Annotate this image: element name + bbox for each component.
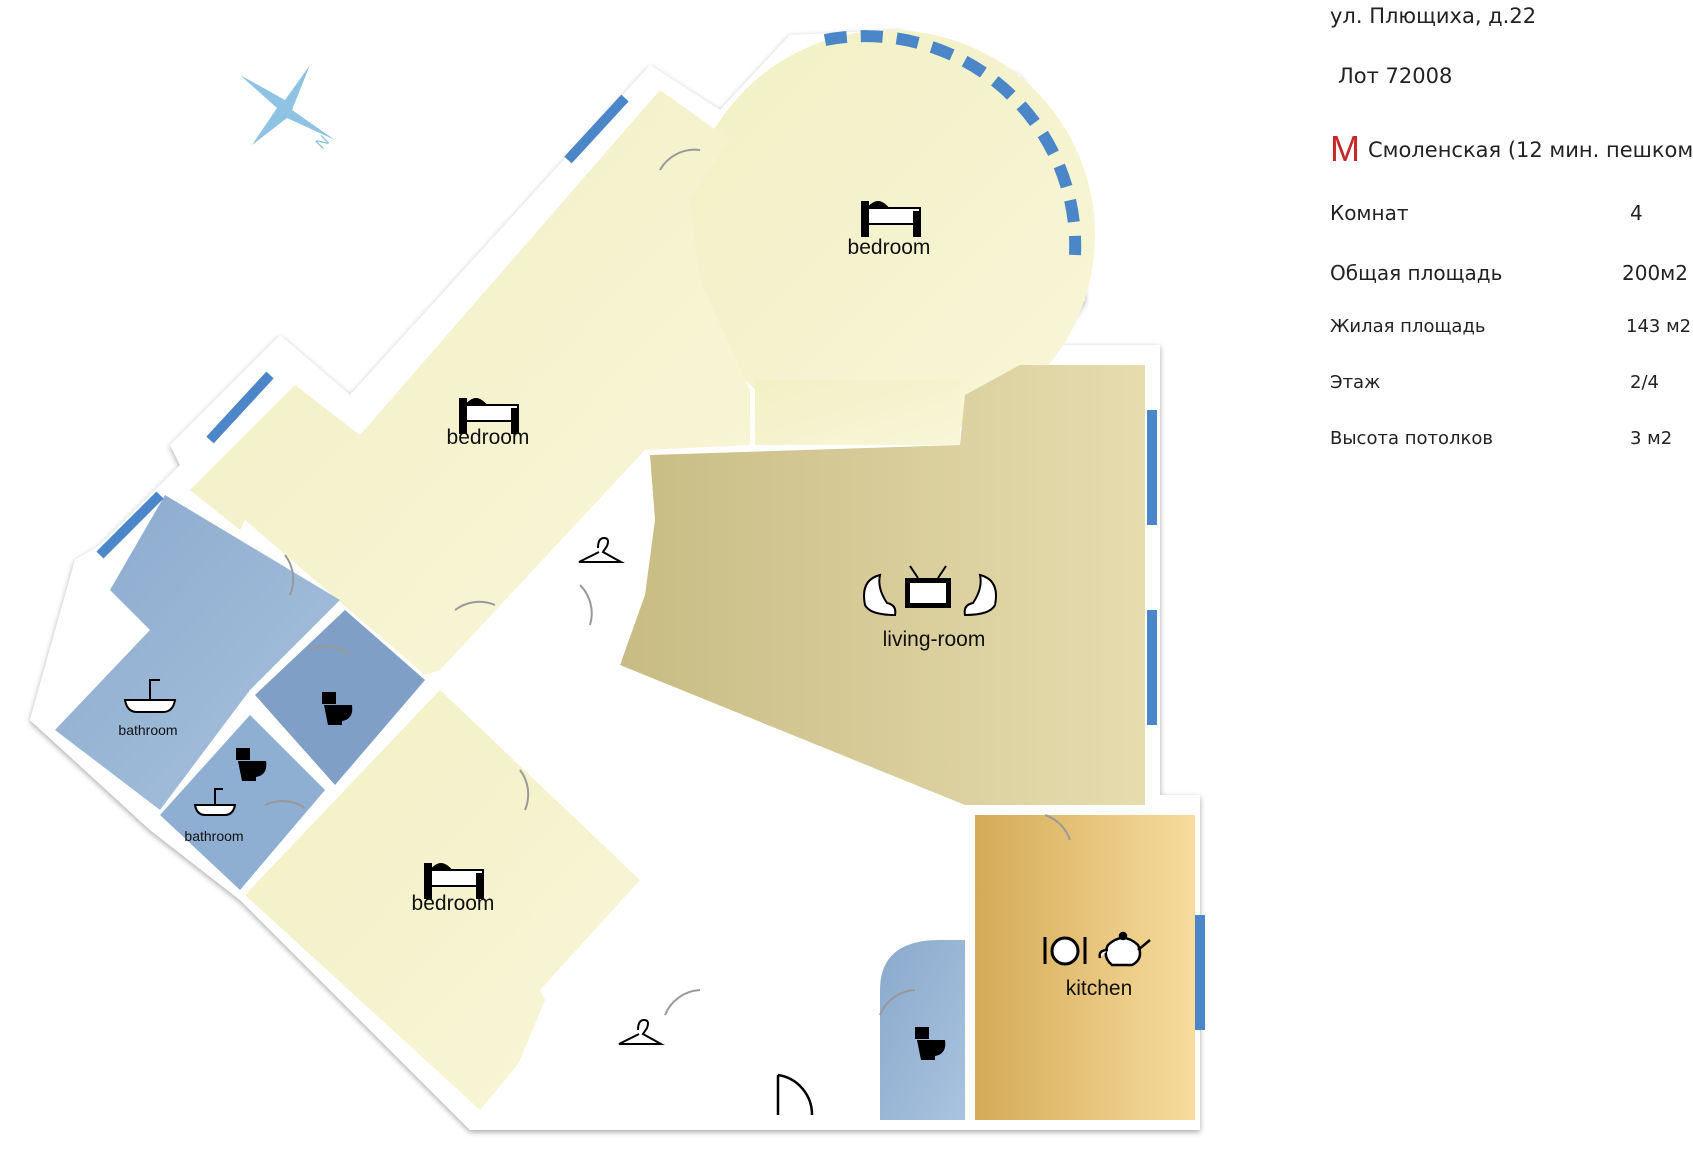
- toilet-icon: [236, 692, 946, 1060]
- spec-rooms-value: 4: [1630, 201, 1643, 225]
- living-room: [620, 365, 1145, 805]
- bedroom-lower: [245, 690, 640, 1110]
- label-bedroom-upper: bedroom: [447, 426, 530, 449]
- tv-icon: [905, 565, 951, 608]
- metro-station: Смоленская (12 мин. пешком): [1368, 138, 1693, 162]
- label-kitchen: kitchen: [1066, 977, 1133, 1000]
- wc-upper: [255, 610, 425, 785]
- spec-rooms-label: Комнат: [1330, 201, 1409, 225]
- round-windows: [823, 30, 1082, 256]
- bathroom-large: [55, 495, 340, 810]
- label-bedroom-round: bedroom: [848, 236, 931, 259]
- spec-total-area-value: 200м2: [1622, 261, 1688, 285]
- spec-living-area-value: 143 м2: [1626, 316, 1692, 337]
- bed-icon: [424, 863, 484, 899]
- metro-icon: М: [1330, 128, 1360, 169]
- spec-total-area-label: Общая площадь: [1330, 261, 1503, 285]
- address: ул. Плющиха, д.22: [1330, 4, 1537, 28]
- compass-label: N: [313, 133, 333, 153]
- bed-icon: [459, 398, 519, 434]
- closet-lower: [495, 900, 705, 1120]
- plate-icon: [1043, 936, 1087, 966]
- armchair-icon: [863, 573, 997, 617]
- spec-living-area-label: Жилая площадь: [1330, 316, 1486, 337]
- spec-floor-value: 2/4: [1630, 372, 1659, 393]
- windows: [96, 94, 1205, 1030]
- bedroom-round: [679, 30, 1095, 445]
- bedroom-upper: [190, 90, 750, 675]
- doors: [264, 148, 1071, 1016]
- bed-icon: [861, 201, 921, 237]
- hanger-icon: [578, 536, 665, 1045]
- spec-ceiling-value: 3 м2: [1630, 428, 1673, 449]
- closet-upper: [530, 455, 655, 665]
- spec-ceiling-label: Высота потолков: [1330, 428, 1493, 449]
- kitchen: [975, 815, 1195, 1120]
- label-bathroom-small: bathroom: [184, 828, 243, 844]
- label-living-room: living-room: [883, 628, 986, 651]
- label-bathroom-large: bathroom: [118, 722, 177, 738]
- lot-number: Лот 72008: [1338, 64, 1453, 88]
- metro-info: М Смоленская (12 мин. пешком): [1330, 128, 1693, 170]
- spec-floor-label: Этаж: [1330, 372, 1381, 393]
- label-bedroom-lower: bedroom: [412, 892, 495, 915]
- compass-star-icon: [240, 65, 335, 145]
- bathroom-small: [160, 715, 325, 890]
- entrance-door-icon[interactable]: [776, 1073, 814, 1116]
- bathtub-icon: [123, 679, 237, 816]
- teapot-icon: [1098, 931, 1151, 967]
